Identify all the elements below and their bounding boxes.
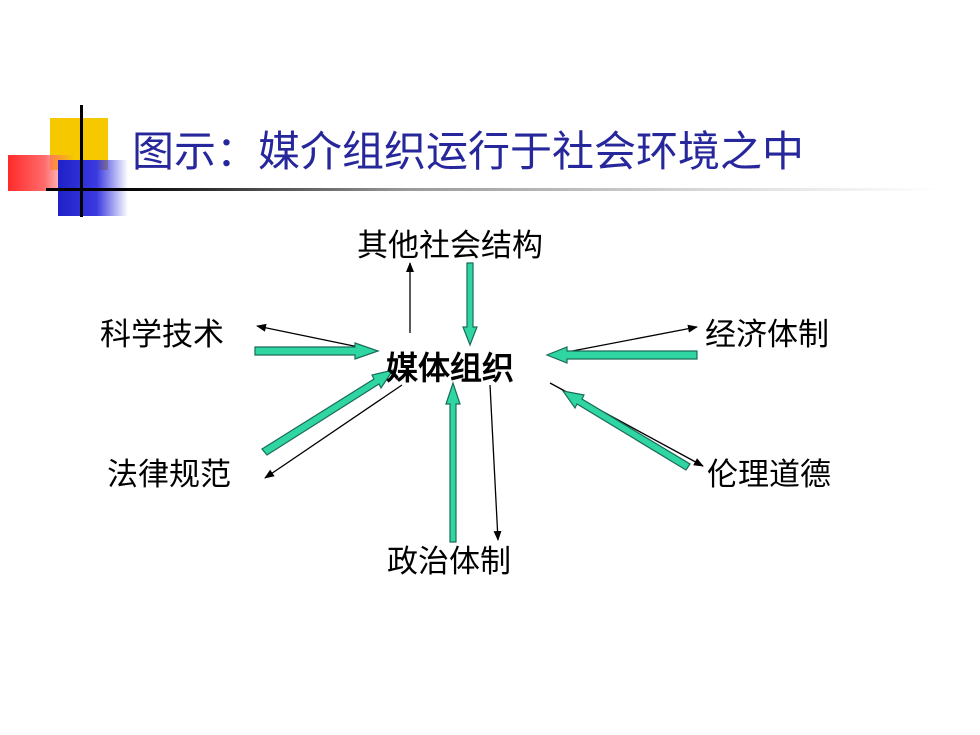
block-arrow-from-left-upper: [254, 342, 380, 360]
title-underline: [120, 188, 940, 191]
block-arrow-from-top: [462, 262, 478, 347]
thin-arrows: [256, 262, 704, 541]
slide-title: 图示：媒介组织运行于社会环境之中: [132, 127, 805, 176]
center-node-label: 媒体组织: [386, 349, 515, 387]
block-arrow-from-bottom: [445, 381, 461, 543]
node-left-lower-label: 法律规范: [107, 457, 231, 493]
node-left-upper-label: 科学技术: [100, 317, 224, 353]
thin-arrow-to-left-lower: [264, 384, 403, 479]
block-arrow-from-left-lower: [261, 369, 395, 456]
thin-arrow-to-bottom: [489, 384, 502, 541]
block-arrows: [254, 262, 698, 543]
node-bottom-label: 政治体制: [387, 544, 511, 580]
title-deco-vertical-line: [80, 105, 83, 217]
node-right-lower-label: 伦理道德: [707, 457, 831, 493]
thin-arrow-to-right-upper: [566, 324, 698, 353]
title-deco-horizontal-line: [46, 188, 136, 191]
block-arrow-from-right-lower: [561, 390, 691, 471]
node-top-label: 其他社会结构: [357, 228, 543, 264]
block-arrow-from-right-upper: [545, 346, 698, 364]
node-right-upper-label: 经济体制: [705, 317, 829, 353]
